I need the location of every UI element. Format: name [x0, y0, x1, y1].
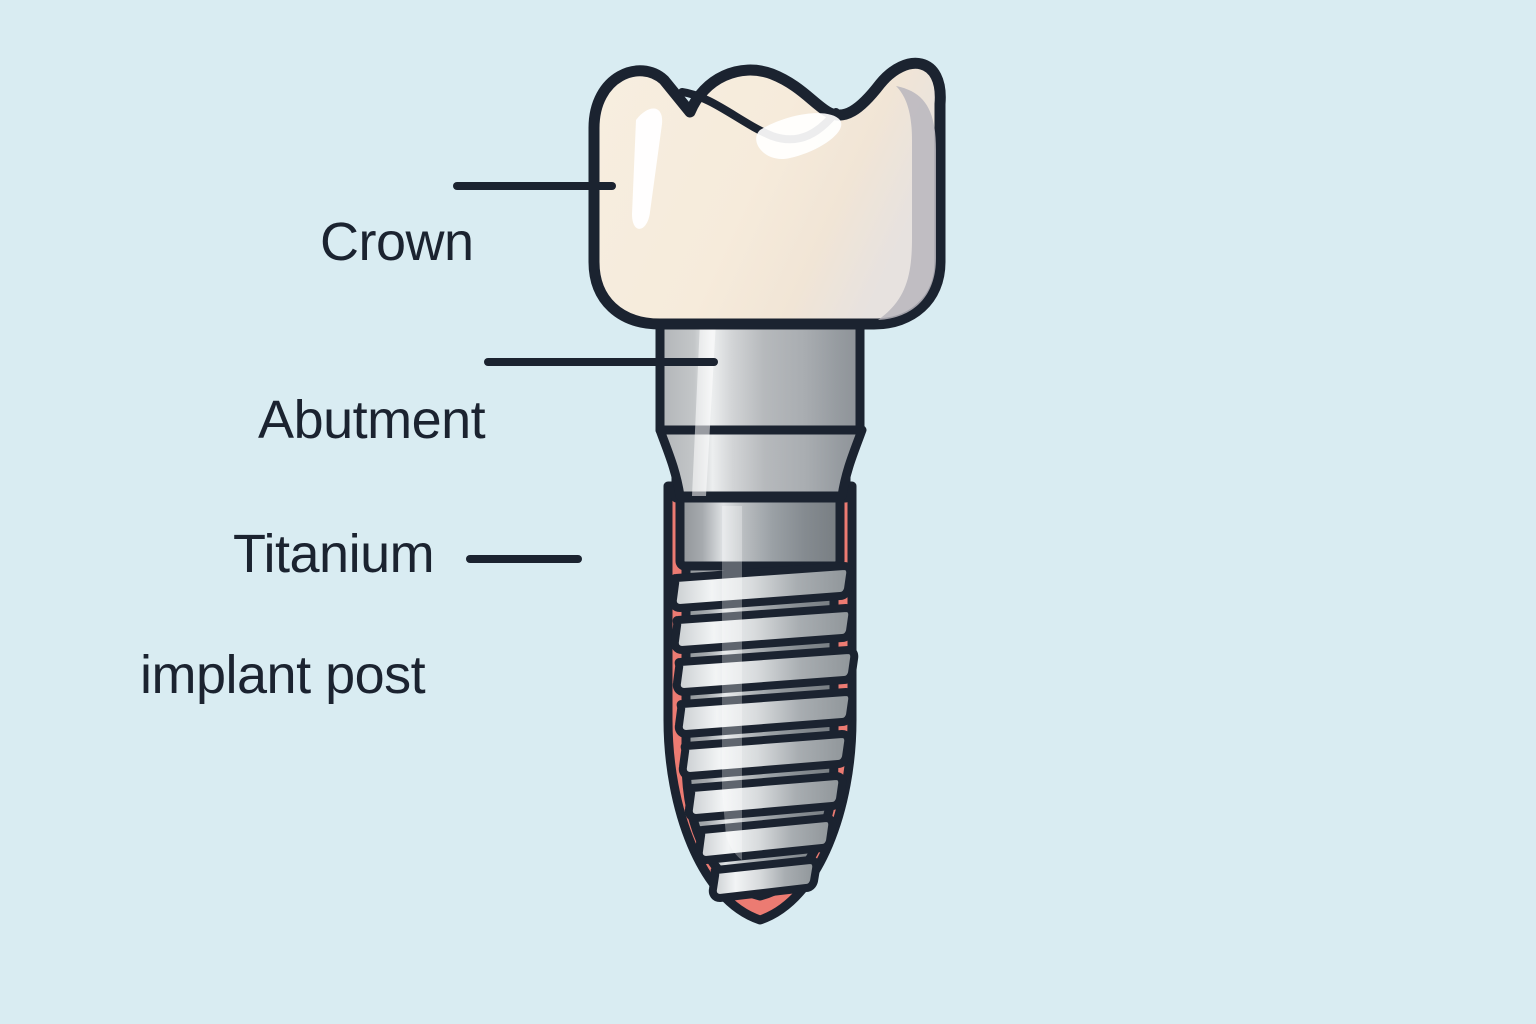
- abutment: [655, 315, 867, 503]
- post-highlight: [722, 506, 742, 860]
- implant-post: [668, 491, 859, 902]
- implant-collar: [675, 491, 845, 571]
- crown-body: [588, 57, 946, 330]
- leader-lines: [453, 182, 718, 563]
- crown-shadow: [878, 86, 936, 320]
- implant-threads: [668, 562, 859, 902]
- crown-highlight-right: [756, 113, 842, 160]
- abutment-body: [655, 315, 865, 445]
- crown: [588, 57, 946, 330]
- bone-layer: [393, 489, 1377, 1024]
- crown-highlight-left: [632, 108, 663, 229]
- tissue-block: [393, 434, 1377, 1024]
- bone-vessels: [407, 551, 1377, 1024]
- abutment-taper: [655, 425, 867, 501]
